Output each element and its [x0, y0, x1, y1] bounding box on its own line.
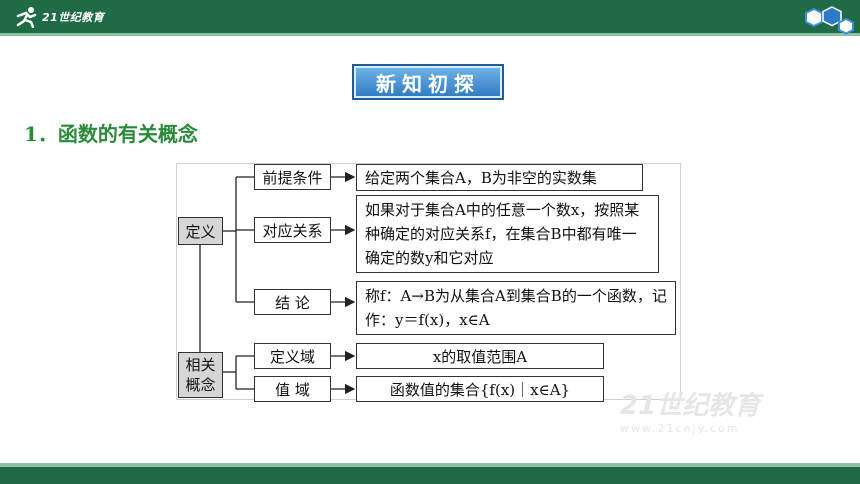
bottom-bar — [0, 467, 860, 484]
watermark-brand: 21世纪教育 — [620, 391, 761, 421]
top-bar-stripe — [0, 33, 860, 36]
correspondence-label-node: 对应关系 — [254, 217, 331, 243]
hexagon-cluster-icon — [805, 6, 854, 35]
watermark: 21世纪教育 www.21cnjy.com — [620, 385, 760, 435]
premise-label-node: 前提条件 — [254, 164, 331, 190]
conclusion-label-node: 结 论 — [254, 289, 331, 315]
top-bar: 21世纪教育 — [0, 0, 860, 33]
root-related-node: 相关概念 — [178, 352, 223, 398]
premise-content-node: 给定两个集合A，B为非空的实数集 — [356, 164, 643, 191]
logo-text: 21世纪教育 — [42, 11, 105, 24]
range-label-node: 值 域 — [254, 376, 331, 402]
watermark-url: www.21cnjy.com — [620, 422, 740, 435]
correspondence-content-node: 如果对于集合A中的任意一个数x，按照某种确定的对应关系f，在集合B中都有唯一确定… — [356, 195, 659, 273]
range-content-node: 函数值的集合{f(x)｜x∈A} — [356, 376, 604, 402]
domain-content-node: x的取值范围A — [356, 343, 604, 369]
section-badge: 新知初探 — [352, 64, 504, 100]
bottom-bar-stripe — [0, 463, 860, 467]
page-heading: 1．函数的有关概念 — [24, 122, 198, 146]
conclusion-content-node: 称f：A→B为从集合A到集合B的一个函数，记作：y＝f(x)，x∈A — [356, 281, 676, 335]
runner-logo-icon — [16, 7, 37, 28]
brand-logo: 21世纪教育 — [14, 6, 104, 28]
domain-label-node: 定义域 — [254, 343, 331, 369]
root-definition-node: 定义 — [178, 217, 223, 245]
